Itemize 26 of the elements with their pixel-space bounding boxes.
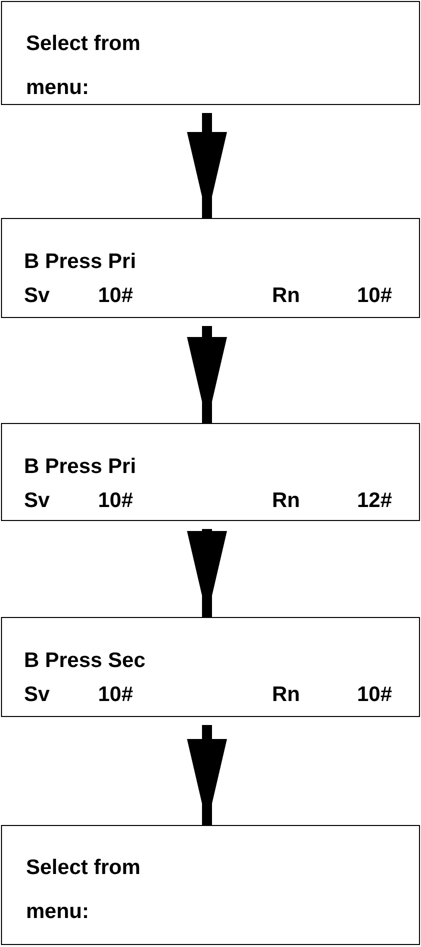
display-text: Select from menu: — [26, 855, 142, 925]
down-arrow — [187, 529, 227, 617]
display-value: 10# — [98, 283, 134, 309]
display-title: B Press Sec — [24, 648, 146, 674]
display-field-label: Sv — [24, 682, 50, 708]
display-box — [1, 617, 420, 717]
down-arrow — [187, 725, 227, 825]
display-value: 10# — [357, 682, 392, 708]
display-field-label: Rn — [272, 682, 300, 708]
down-arrow — [187, 326, 227, 423]
display-box — [1, 218, 420, 318]
display-value: 10# — [98, 488, 134, 514]
display-field-label: Sv — [24, 488, 50, 514]
display-field-label: Sv — [24, 283, 50, 309]
down-arrow — [187, 113, 227, 218]
display-box — [1, 825, 420, 945]
display-value: 10# — [357, 283, 392, 309]
display-field-label: Rn — [272, 283, 300, 309]
display-field-label: Rn — [272, 488, 300, 514]
display-title: B Press Pri — [24, 454, 136, 480]
display-box — [1, 423, 420, 521]
display-box — [1, 1, 420, 105]
display-value: 10# — [98, 682, 134, 708]
display-value: 12# — [357, 488, 392, 514]
display-title: B Press Pri — [24, 249, 136, 275]
display-text: Select from menu: — [26, 31, 142, 101]
